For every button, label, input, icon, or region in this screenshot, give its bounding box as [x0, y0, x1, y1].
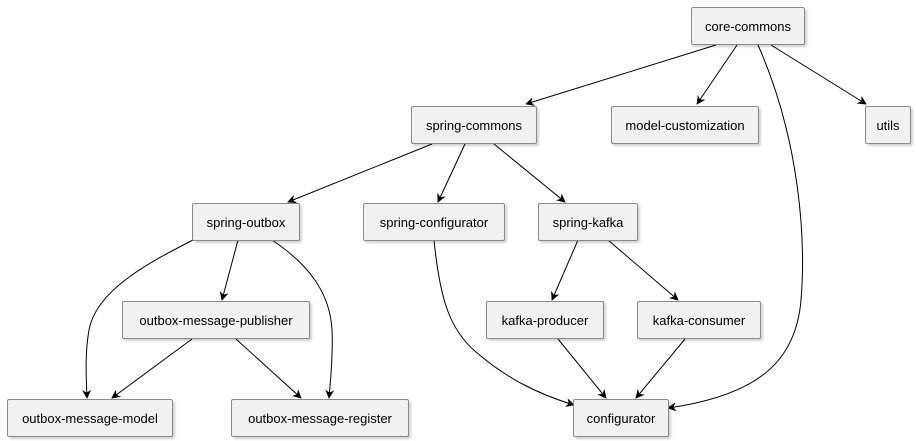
- node-spring-outbox: spring-outbox: [192, 203, 300, 241]
- edge-spring-outbox-to-outbox-message-publisher: [219, 239, 239, 301]
- edge-kafka-producer-to-configurator: [557, 338, 607, 399]
- node-configurator: configurator: [573, 399, 669, 437]
- edge-spring-outbox-to-outbox-message-register: [271, 239, 335, 399]
- edge-spring-outbox-to-outbox-message-model: [82, 239, 194, 399]
- edge-spring-kafka-to-kafka-consumer: [607, 239, 679, 301]
- edge-core-commons-to-spring-commons: [525, 44, 717, 106]
- node-outbox-message-publisher: outbox-message-publisher: [122, 301, 310, 339]
- node-utils: utils: [865, 106, 911, 144]
- node-outbox-message-register: outbox-message-register: [231, 399, 409, 437]
- edge-outbox-message-publisher-to-outbox-message-model: [111, 338, 193, 399]
- edge-outbox-message-publisher-to-outbox-message-register: [235, 338, 302, 399]
- edge-spring-configurator-to-configurator: [433, 239, 575, 407]
- node-kafka-producer: kafka-producer: [486, 301, 604, 339]
- edge-spring-kafka-to-kafka-producer: [551, 239, 579, 301]
- node-model-customization: model-customization: [611, 106, 759, 144]
- node-core-commons: core-commons: [691, 7, 805, 45]
- node-spring-configurator: spring-configurator: [363, 203, 505, 241]
- node-spring-commons: spring-commons: [411, 106, 537, 144]
- node-kafka-consumer: kafka-consumer: [637, 301, 761, 339]
- edge-core-commons-to-configurator: [667, 44, 803, 412]
- edge-spring-commons-to-spring-kafka: [493, 143, 566, 203]
- edge-spring-commons-to-spring-outbox: [287, 143, 433, 204]
- edge-core-commons-to-model-customization: [696, 44, 738, 105]
- edge-kafka-consumer-to-configurator: [635, 338, 686, 399]
- edge-spring-commons-to-spring-configurator: [437, 143, 466, 203]
- edge-core-commons-to-utils: [770, 44, 867, 105]
- node-outbox-message-model: outbox-message-model: [7, 399, 173, 437]
- node-spring-kafka: spring-kafka: [538, 203, 638, 241]
